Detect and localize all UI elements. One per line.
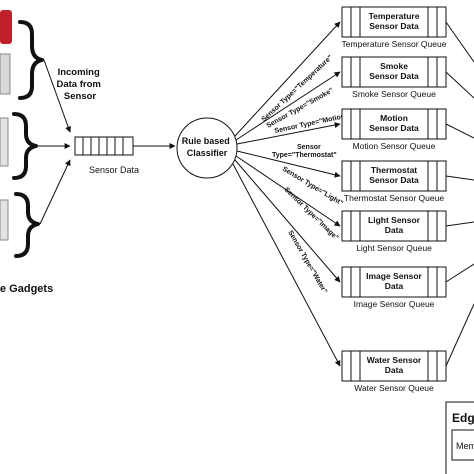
queue-box-label-line: Water Sensor	[367, 355, 422, 365]
queue-box	[341, 108, 447, 140]
queue-box-label-line: Thermostat	[371, 165, 417, 175]
queue-caption: Image Sensor Queue	[354, 299, 435, 309]
classifier-line-1: Rule based	[182, 136, 230, 146]
incoming-data-label: Incoming Data from Sensor	[57, 67, 104, 102]
queue-box-label-line: Light Sensor	[368, 215, 421, 225]
rule-based-classifier: Rule based Classifier	[176, 117, 238, 179]
gadget-arrows	[38, 59, 71, 225]
edge-node-box: Edg Mem	[445, 401, 474, 474]
queue-caption: Water Sensor Queue	[354, 383, 434, 393]
queue-box-label-line: Sensor Data	[369, 175, 419, 185]
queue-box-label-line: Image Sensor	[366, 271, 422, 281]
queue-box-label-line: Sensor Data	[369, 21, 419, 31]
queue-box-label-line: Motion	[380, 113, 408, 123]
branch-arrow-thermostat	[236, 150, 341, 178]
queue-box-label-line: Sensor Data	[369, 123, 419, 133]
gadgets-label: e Gadgets	[0, 283, 53, 295]
queue-box	[341, 350, 447, 382]
queue-box	[341, 266, 447, 298]
branch-arrow-smoke	[235, 71, 341, 141]
classifier-branch-arrows	[232, 21, 341, 367]
branch-arrow-image	[234, 159, 341, 283]
queue-box-label-line: Temperature	[369, 11, 420, 21]
gadget-thumbnails	[0, 10, 12, 241]
queue-caption: Motion Sensor Queue	[353, 141, 436, 151]
queue-box-label-line: Data	[385, 365, 404, 375]
gadget-braces	[12, 20, 44, 258]
incoming-line-3: Sensor	[64, 91, 97, 102]
type-label-light: Sensor Type="Light"	[281, 166, 344, 208]
branch-arrow-light	[235, 155, 341, 227]
queue-box-label-line: Data	[385, 225, 404, 235]
type-label-thermostat: Sensor Type="Thermostat"	[272, 144, 337, 159]
queue-box	[341, 160, 447, 192]
queue-box-label-line: Sensor Data	[369, 71, 419, 81]
branch-arrow-water	[232, 163, 341, 367]
curly-brace-3	[14, 192, 40, 258]
gadget-thumbnail-red	[0, 10, 12, 44]
branch-arrow-temperature	[234, 21, 341, 137]
classifier-label: Rule based Classifier	[182, 136, 233, 158]
input-queue-label: Sensor Data	[89, 165, 139, 175]
queue-output-lines	[445, 21, 474, 367]
gadget-arrow-3	[39, 159, 71, 225]
edge-title: Edg	[452, 411, 474, 425]
incoming-line-2: Data from	[57, 79, 101, 90]
incoming-line-1: Incoming	[58, 67, 100, 78]
queue-caption: Thermostat Sensor Queue	[344, 193, 444, 203]
edge-memory-label: Mem	[456, 441, 474, 451]
queue-caption: Smoke Sensor Queue	[352, 89, 436, 99]
curly-brace-2	[12, 112, 38, 180]
classifier-circle	[176, 117, 238, 179]
queue-box-label-line: Data	[385, 281, 404, 291]
queue-box-label-line: Smoke	[380, 61, 408, 71]
gadget-thumbnail-3	[0, 199, 9, 241]
queue-caption: Temperature Sensor Queue	[342, 39, 447, 49]
branch-arrow-motion	[236, 122, 341, 145]
classifier-line-2: Classifier	[187, 148, 228, 158]
type-label-water: Sensor Type="Water"	[286, 230, 328, 295]
input-queue-box	[74, 136, 134, 156]
gadget-thumbnail-1	[0, 53, 11, 95]
edge-memory-box	[451, 429, 474, 461]
queue-box	[341, 210, 447, 242]
queue-box	[341, 56, 447, 88]
input-sensor-queue: Sensor Data	[74, 136, 139, 175]
queue-caption: Light Sensor Queue	[356, 243, 432, 253]
gadget-thumbnail-2	[0, 117, 9, 167]
gadget-arrow-1	[43, 59, 71, 133]
curly-brace-1	[18, 20, 44, 100]
queue-box	[341, 6, 447, 38]
